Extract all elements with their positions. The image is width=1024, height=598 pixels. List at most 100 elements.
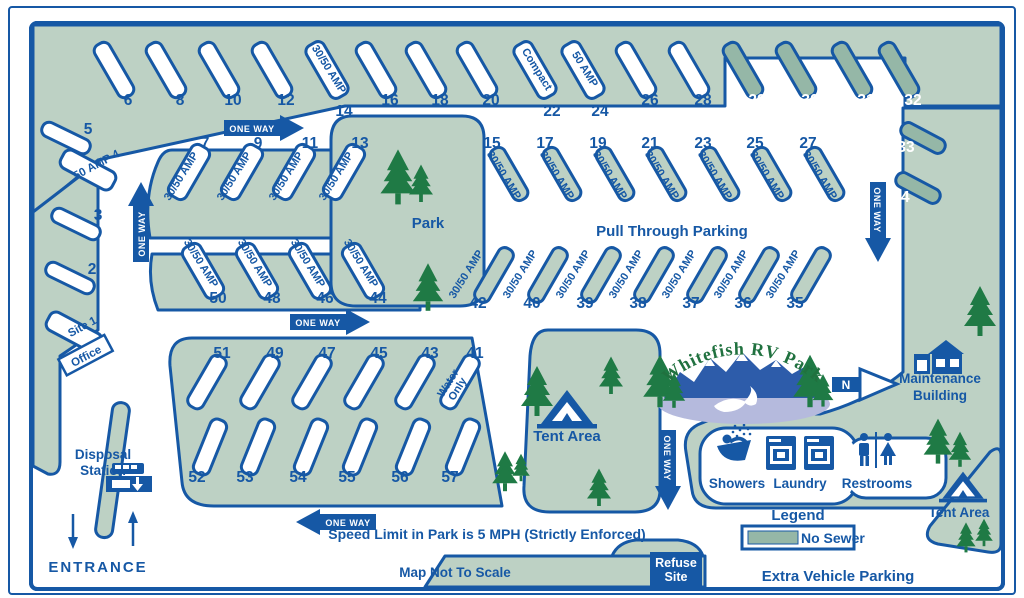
pull-through-label: Pull Through Parking — [596, 223, 748, 240]
one-way-text: ONE WAY — [325, 518, 370, 528]
site-number: 51 — [213, 345, 231, 362]
site-number: 42 — [469, 295, 486, 312]
site-slot — [341, 417, 379, 477]
showers-label: Showers — [709, 476, 765, 491]
site-slot — [394, 353, 436, 411]
site-slot — [394, 417, 432, 477]
site-slot — [250, 40, 294, 100]
legend-no-sewer-swatch — [747, 530, 799, 545]
maintenance-label-1: Maintenance — [899, 371, 981, 386]
site-number: 16 — [381, 92, 399, 109]
site-number: 41 — [466, 345, 484, 362]
site-number: 56 — [391, 469, 409, 486]
site-number: 14 — [335, 103, 353, 120]
site-slot — [166, 142, 212, 202]
site-number: 2 — [88, 261, 97, 278]
site-number: 11 — [302, 135, 319, 152]
site-slot — [455, 40, 499, 100]
site-number: 19 — [589, 135, 607, 152]
site-slot — [92, 40, 136, 100]
site-number: 25 — [746, 135, 764, 152]
site-number: 28 — [694, 92, 712, 109]
site-number: 29 — [748, 92, 766, 109]
site-number: 53 — [236, 469, 254, 486]
site-slot — [774, 40, 818, 100]
restrooms-label: Restrooms — [842, 476, 913, 491]
site-slot — [144, 40, 188, 100]
site-number: 15 — [483, 135, 501, 152]
site-number: 8 — [176, 92, 185, 109]
site-number: 43 — [421, 345, 439, 362]
site-slot — [899, 121, 947, 155]
site-number: 54 — [289, 469, 307, 486]
site-slot — [186, 353, 228, 411]
site-number: 38 — [629, 295, 647, 312]
site-number: 31 — [857, 92, 875, 109]
site-number: 24 — [591, 103, 609, 120]
site-slot — [894, 171, 942, 205]
site-number: 45 — [370, 345, 388, 362]
site-slot — [667, 40, 711, 100]
disposal-station-icon — [106, 463, 152, 492]
site-number: 36 — [734, 295, 752, 312]
site-number: 57 — [441, 469, 458, 486]
site-number: 50 — [209, 290, 226, 307]
outer-border — [8, 6, 1016, 595]
site-number: 55 — [338, 469, 356, 486]
site-number: 20 — [482, 92, 499, 109]
legend-no-sewer-label: No Sewer — [801, 530, 865, 546]
site-slot — [58, 148, 118, 192]
site-slot — [444, 417, 482, 477]
site-slot — [404, 40, 448, 100]
one-way-text: ONE WAY — [229, 124, 274, 134]
one-way-arrow-bottom-left: ONE WAY — [296, 509, 376, 535]
site-slot — [699, 145, 741, 203]
site-number: 12 — [277, 92, 294, 109]
site-number: 33 — [897, 139, 915, 156]
site-number: 30 — [801, 92, 818, 109]
laundry-label: Laundry — [773, 476, 827, 491]
island-tent-area — [522, 328, 662, 514]
tent-area-right-label: Tent Area — [929, 505, 990, 520]
site-slot — [804, 145, 846, 203]
site-number: 49 — [266, 345, 284, 362]
site-slot — [343, 353, 385, 411]
site-number: 9 — [254, 135, 263, 152]
office: Office — [56, 333, 115, 377]
refuse-site: Refuse Site — [650, 552, 702, 589]
one-way-text: ONE WAY — [137, 211, 147, 256]
site-slot — [541, 145, 583, 203]
site-number: 23 — [694, 135, 712, 152]
site-number: 18 — [431, 92, 449, 109]
site-number: 22 — [543, 103, 560, 120]
site-slot — [580, 246, 622, 304]
refuse-label-2: Site — [665, 570, 688, 584]
one-way-arrow-tent-down: ONE WAY — [655, 430, 681, 510]
site-number: 40 — [523, 295, 540, 312]
site-slot — [321, 142, 367, 202]
site-number: 5 — [84, 121, 93, 138]
site-slot — [180, 241, 226, 301]
site-number: 10 — [224, 92, 241, 109]
one-way-text: ONE WAY — [295, 318, 340, 328]
site-number: 3 — [94, 207, 103, 224]
one-way-text: ONE WAY — [872, 187, 882, 232]
site-number: 44 — [369, 290, 387, 307]
site-slot — [304, 40, 350, 100]
site-number: 32 — [904, 92, 921, 109]
site-slot — [738, 246, 780, 304]
refuse-label-1: Refuse — [655, 556, 697, 570]
laundry-icon — [766, 436, 834, 470]
one-way-arrow-left-up: ONE WAY — [128, 182, 154, 262]
island-park — [329, 114, 486, 308]
site-slot — [686, 246, 728, 304]
site-slot — [287, 241, 333, 301]
site-slot — [790, 246, 832, 304]
site-number: 39 — [576, 295, 594, 312]
site-number: 27 — [799, 135, 816, 152]
site-slot — [877, 40, 921, 100]
site-slot — [721, 40, 765, 100]
site-number: 7 — [201, 135, 210, 152]
site-slot — [560, 40, 606, 100]
